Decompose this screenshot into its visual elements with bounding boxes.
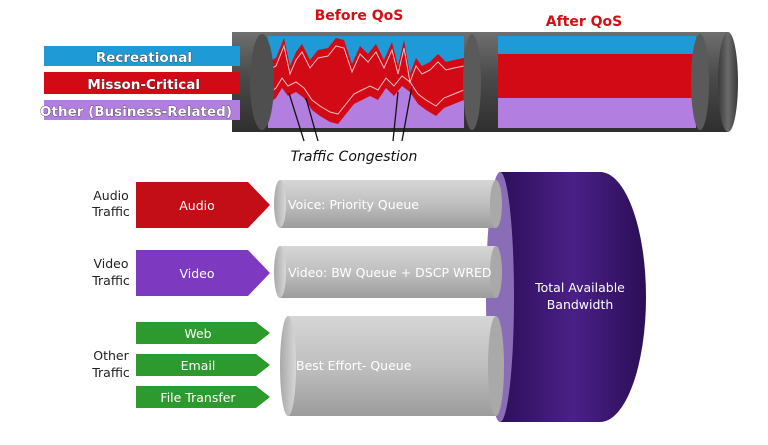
after-ring	[691, 34, 709, 130]
total-bandwidth-line-1: Total Available	[534, 280, 625, 295]
top-qos-pipe: Recreational Misson-Critical Other (Busi…	[40, 8, 738, 165]
group-label-other-1: Other	[93, 348, 129, 363]
queue-video: Video: BW Queue + DSCP WRED	[274, 246, 502, 298]
total-bandwidth-line-2: Bandwidth	[547, 297, 614, 312]
band-other	[44, 100, 240, 120]
before-other-area	[268, 86, 464, 128]
queue-label-voice: Voice: Priority Queue	[288, 197, 419, 212]
pipe-end-cap	[718, 32, 738, 132]
after-critical-band	[498, 54, 696, 98]
after-recreational-band	[498, 36, 696, 54]
after-other-band	[498, 98, 696, 128]
queue-label-video: Video: BW Queue + DSCP WRED	[288, 265, 492, 280]
arrow-web	[136, 322, 270, 344]
traffic-congestion-label: Traffic Congestion	[291, 149, 418, 165]
congestion-callouts	[288, 85, 413, 142]
arrow-label-file-transfer: File Transfer	[160, 390, 236, 405]
band-label-critical: Misson-Critical	[87, 77, 200, 93]
queue-best-effort: Best Effort- Queue	[280, 316, 504, 416]
group-label-audio-1: Audio	[93, 188, 129, 203]
band-label-other: Other (Business-Related)	[40, 104, 232, 120]
queue-label-best-effort: Best Effort- Queue	[296, 358, 412, 373]
pipe-entry-ring	[250, 34, 274, 130]
band-critical	[44, 72, 240, 94]
arrow-label-audio: Audio	[179, 198, 215, 213]
arrow-label-email: Email	[181, 358, 216, 373]
bottom-queue-diagram: Total Available Bandwidth Voice: Priorit…	[91, 172, 646, 422]
group-label-other-2: Traffic	[91, 365, 130, 380]
after-qos-title: After QoS	[546, 14, 623, 30]
queue-voice: Voice: Priority Queue	[274, 180, 502, 228]
arrow-email	[136, 354, 270, 376]
divider-ring	[463, 34, 481, 130]
group-label-video-1: Video	[93, 256, 128, 271]
total-bandwidth-barrel	[500, 172, 646, 422]
band-recreational	[44, 46, 240, 66]
group-label-audio-2: Traffic	[91, 204, 130, 219]
before-qos-title: Before QoS	[315, 8, 404, 24]
arrow-label-video: Video	[179, 266, 214, 281]
arrow-audio	[136, 182, 270, 228]
arrow-file-transfer	[136, 386, 270, 408]
arrow-video	[136, 250, 270, 296]
band-label-recreational: Recreational	[96, 50, 192, 66]
arrow-label-web: Web	[184, 326, 211, 341]
group-label-video-2: Traffic	[91, 273, 130, 288]
